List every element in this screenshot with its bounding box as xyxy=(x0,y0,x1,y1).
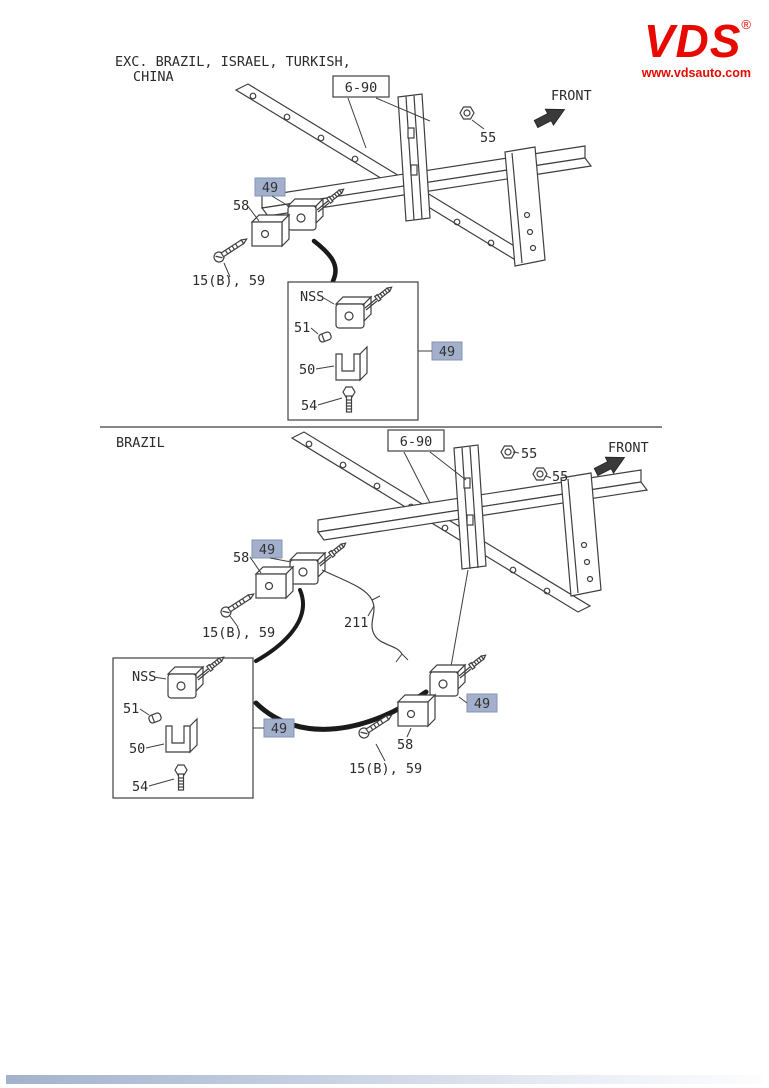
registered-mark: ® xyxy=(741,17,751,32)
leader-lines-top xyxy=(223,97,485,406)
swoosh-top xyxy=(311,238,338,284)
section-bottom: BRAZIL 6-90 xyxy=(112,429,649,799)
label-51-top: 51 xyxy=(294,320,310,336)
front-label-bottom: FRONT xyxy=(608,440,649,456)
screw-part-bottom-left xyxy=(218,589,257,620)
front-arrow-icon-top xyxy=(533,108,566,129)
vds-logo: VDS® www.vdsauto.com xyxy=(642,18,751,80)
bracket-part-bottom-right xyxy=(397,694,436,727)
screw-part-top xyxy=(211,234,250,265)
nut-icon-bottom-55-upper xyxy=(500,445,516,459)
vds-logo-text: VDS xyxy=(643,15,742,67)
nut-icon-top-55 xyxy=(459,106,475,120)
top-title-line1: EXC. BRAZIL, ISRAEL, TURKISH, xyxy=(115,54,351,70)
label-58-top: 58 xyxy=(233,198,249,214)
harness-end-1 xyxy=(401,653,409,661)
label-55-top: 55 xyxy=(480,130,496,146)
section-top: EXC. BRAZIL, ISRAEL, TURKISH, CHINA xyxy=(115,54,593,421)
bottom-title: BRAZIL xyxy=(116,435,165,451)
front-arrow-icon-bottom xyxy=(593,456,626,477)
label-15b-59-top: 15(B), 59 xyxy=(192,273,265,289)
frame-drawing-top xyxy=(234,83,593,267)
label-49-bottom-detail: 49 xyxy=(271,721,287,737)
label-211: 211 xyxy=(344,615,368,631)
label-nss-bottom: NSS xyxy=(132,669,156,685)
label-49-top-frame: 49 xyxy=(262,180,278,196)
frame-drawing-bottom xyxy=(290,431,649,613)
callout-6-90-top: 6-90 xyxy=(345,80,378,96)
label-49-bottom-frame: 49 xyxy=(259,542,275,558)
swoosh-bottom-into-box xyxy=(254,588,305,663)
label-50-top: 50 xyxy=(299,362,315,378)
sensor-part-bottom-right xyxy=(430,653,487,696)
label-58-bottom-left: 58 xyxy=(233,550,249,566)
bracket-part-bottom-left xyxy=(255,566,294,599)
harness-wire xyxy=(321,569,403,655)
label-15b-59-bottom-right: 15(B), 59 xyxy=(349,761,422,777)
nut-icon-bottom-55-lower xyxy=(532,467,548,481)
vds-logo-url: www.vdsauto.com xyxy=(641,66,751,80)
bottom-accent-bar xyxy=(6,1075,763,1084)
front-label-top: FRONT xyxy=(551,88,592,104)
label-49-bottom-right: 49 xyxy=(474,696,490,712)
highlight-chip-49-top-frame xyxy=(254,177,286,197)
leader-lines-bottom xyxy=(139,451,552,787)
label-49-top-detail: 49 xyxy=(439,344,455,360)
label-55-bottom-lower: 55 xyxy=(552,469,568,485)
label-51-bottom: 51 xyxy=(123,701,139,717)
label-58-bottom-right: 58 xyxy=(397,737,413,753)
label-50-bottom: 50 xyxy=(129,741,145,757)
callout-box-6-90-top xyxy=(332,75,390,98)
highlight-chip-49-bottom-frame xyxy=(251,539,283,559)
callout-box-6-90-bottom xyxy=(387,429,445,452)
label-54-top: 54 xyxy=(301,398,317,414)
label-55-bottom-upper: 55 xyxy=(521,446,537,462)
label-54-bottom: 54 xyxy=(132,779,148,795)
callout-6-90-bottom: 6-90 xyxy=(400,434,433,450)
label-nss-top: NSS xyxy=(300,289,324,305)
harness-branch xyxy=(371,595,381,601)
top-title-line2: CHINA xyxy=(133,69,174,85)
label-15b-59-bottom-left: 15(B), 59 xyxy=(202,625,275,641)
position-leader-right-assy xyxy=(449,569,469,673)
harness-end-2 xyxy=(395,653,403,663)
